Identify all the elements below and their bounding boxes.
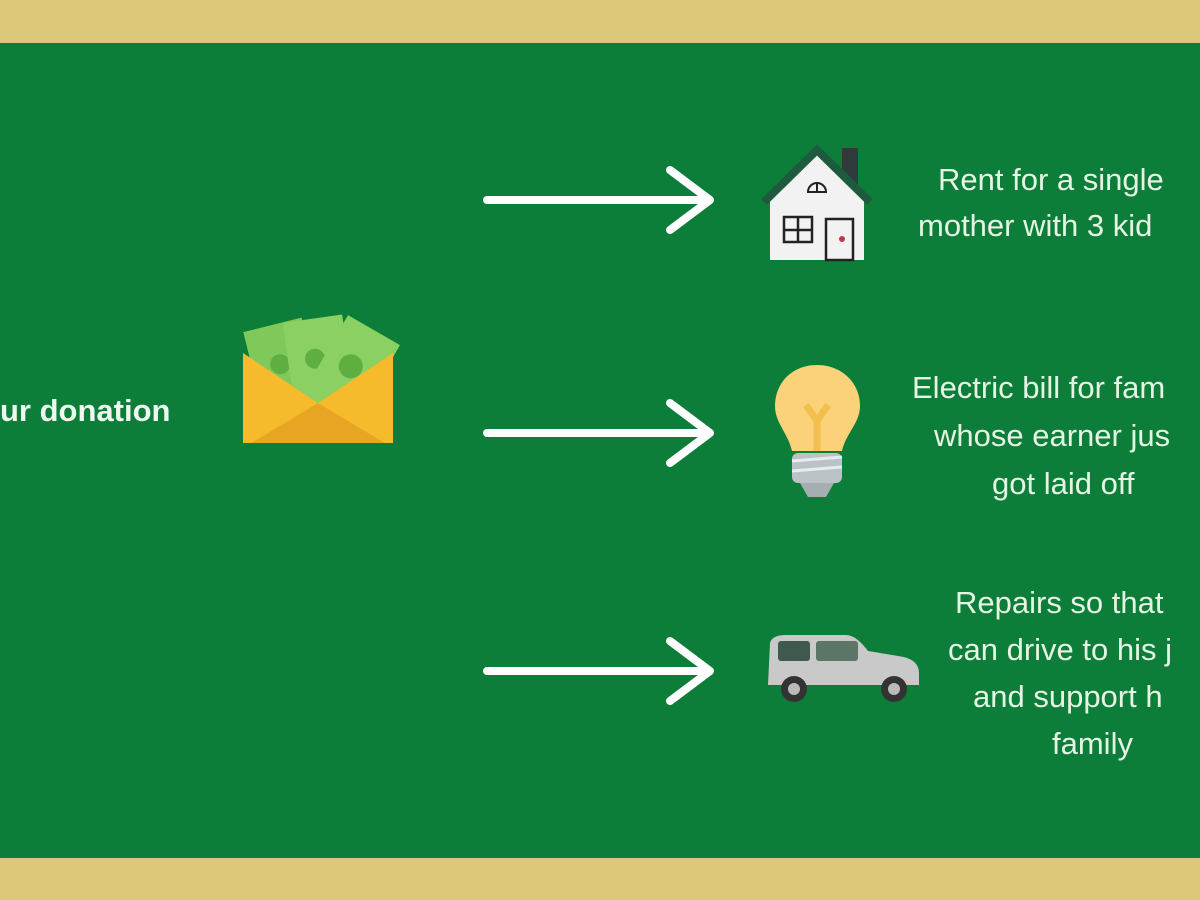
repairs-text-line-1: Repairs so that	[955, 585, 1164, 620]
house-icon	[761, 144, 873, 262]
infographic-panel: ur donation Rent for a single mother	[0, 43, 1200, 858]
arrow-to-repairs	[483, 637, 714, 705]
donation-label: ur donation	[0, 393, 171, 428]
arrow-to-electric	[483, 399, 714, 467]
rent-text-line-2: mother with 3 kid	[918, 208, 1153, 243]
lightbulb-icon	[775, 365, 860, 497]
repairs-text-line-2: can drive to his j	[948, 632, 1172, 667]
repairs-text-line-3: and support h	[973, 679, 1163, 714]
rent-text-line-1: Rent for a single	[938, 162, 1164, 197]
electric-text-line-2: whose earner jus	[934, 418, 1171, 453]
car-icon	[768, 635, 919, 702]
electric-text-line-1: Electric bill for fam	[912, 370, 1166, 405]
repairs-text-line-4: family	[1052, 726, 1133, 761]
arrow-to-rent	[483, 166, 714, 234]
electric-text-line-3: got laid off	[992, 466, 1135, 501]
money-envelope-icon	[243, 314, 400, 443]
